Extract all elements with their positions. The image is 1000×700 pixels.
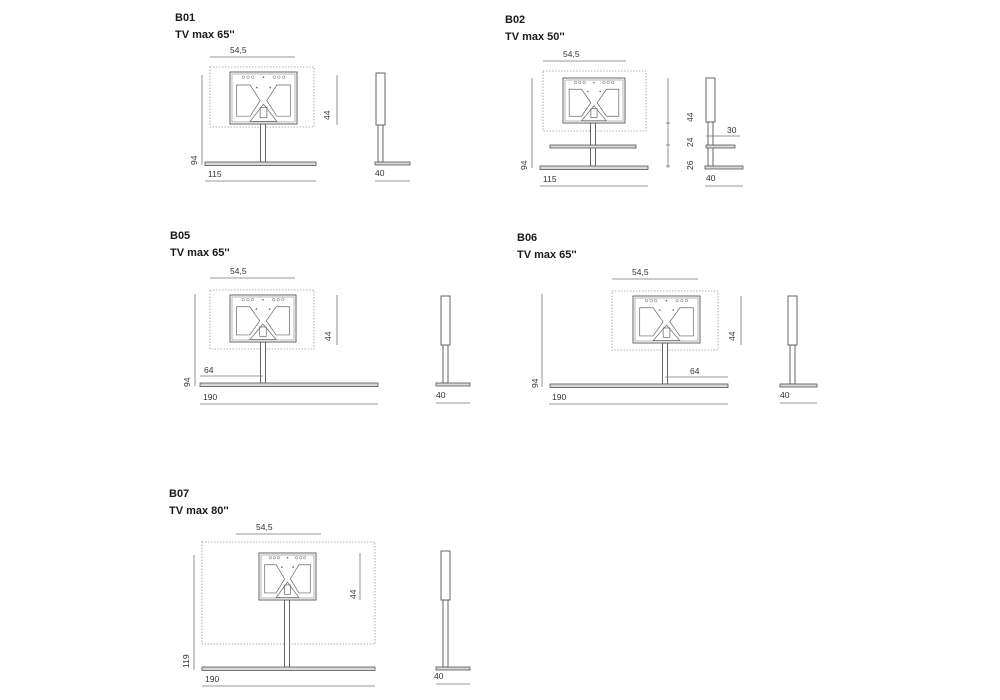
mounting-plate [229,71,298,125]
depth-label: 40 [434,671,444,681]
side-view: 30 40 [704,77,744,187]
side-view: 40 [374,72,411,182]
shelf [549,144,637,149]
model-drawing-5: B07 TV max 80'' 54,5 119 44 190 40 [169,488,471,687]
total-height-label: 94 [519,160,529,170]
pole [260,341,266,384]
plate-width-label: 54,5 [230,45,247,55]
side-view: 40 [779,295,818,404]
side-view: 40 [435,295,471,404]
depth-label: 40 [780,390,790,400]
base-plate [201,666,376,671]
model-drawing-2: B02 TV max 50'' 54,5 94 44 24 26 115 30 40 [505,14,744,187]
base-plate [204,161,317,166]
pole [662,342,668,385]
base-width-label: 115 [543,174,557,184]
depth-label: 40 [706,173,716,183]
base-width-label: 190 [552,392,566,402]
base-plate [539,165,649,170]
model-code: B05 [170,230,190,242]
mounting-plate [258,552,317,601]
model-code: B01 [175,12,195,24]
model-code: B07 [169,488,189,500]
plate-height-label: 44 [685,112,695,122]
base-width-label: 190 [203,392,217,402]
shelf-gap-label: 24 [685,137,695,147]
plate-height-label: 44 [322,110,332,120]
model-drawing-3: B05 TV max 65''54,5 64 94 44 190 40 [170,230,471,405]
base-width-label: 115 [208,169,222,179]
tv-size-label: TV max 65'' [175,29,235,41]
total-height-label: 94 [182,377,192,387]
plate-height-label: 44 [727,331,737,341]
pole [590,122,596,167]
model-code: B02 [505,14,525,26]
plate-height-label: 44 [323,331,333,341]
mounting-plate [229,294,297,343]
model-drawing-1: B01 TV max 65'' 54,5 94 44 115 40 [175,12,411,182]
side-view: 40 [434,550,471,685]
depth-label: 40 [436,390,446,400]
plate-width-label: 54,5 [632,267,649,277]
offset-label: 64 [204,365,214,375]
plate-height-label: 44 [348,589,358,599]
tv-size-label: TV max 65'' [170,247,230,259]
base-width-label: 190 [205,674,219,684]
tv-size-label: TV max 65'' [517,249,577,261]
tv-size-label: TV max 80'' [169,505,229,517]
plate-width-label: 54,5 [256,522,273,532]
base-plate [549,383,729,388]
pole [260,123,266,163]
shelf-height-label: 26 [685,160,695,170]
total-height-label: 119 [181,654,191,668]
plate-width-label: 54,5 [563,49,580,59]
total-height-label: 94 [189,155,199,165]
plate-width-label: 54,5 [230,266,247,276]
mounting-plate [632,295,701,344]
model-drawing-4: B06 TV max 65'' 54,5 64 94 44 190 40 [517,232,818,405]
offset-label: 64 [690,366,700,376]
base-plate [199,382,379,387]
tv-outline [611,290,719,351]
shelf-depth-label: 30 [727,125,737,135]
mounting-plate [562,77,626,124]
model-code: B06 [517,232,537,244]
pole [284,599,290,668]
tv-outline [209,289,315,350]
depth-label: 40 [375,168,385,178]
total-height-label: 94 [530,378,540,388]
tv-size-label: TV max 50'' [505,31,565,43]
